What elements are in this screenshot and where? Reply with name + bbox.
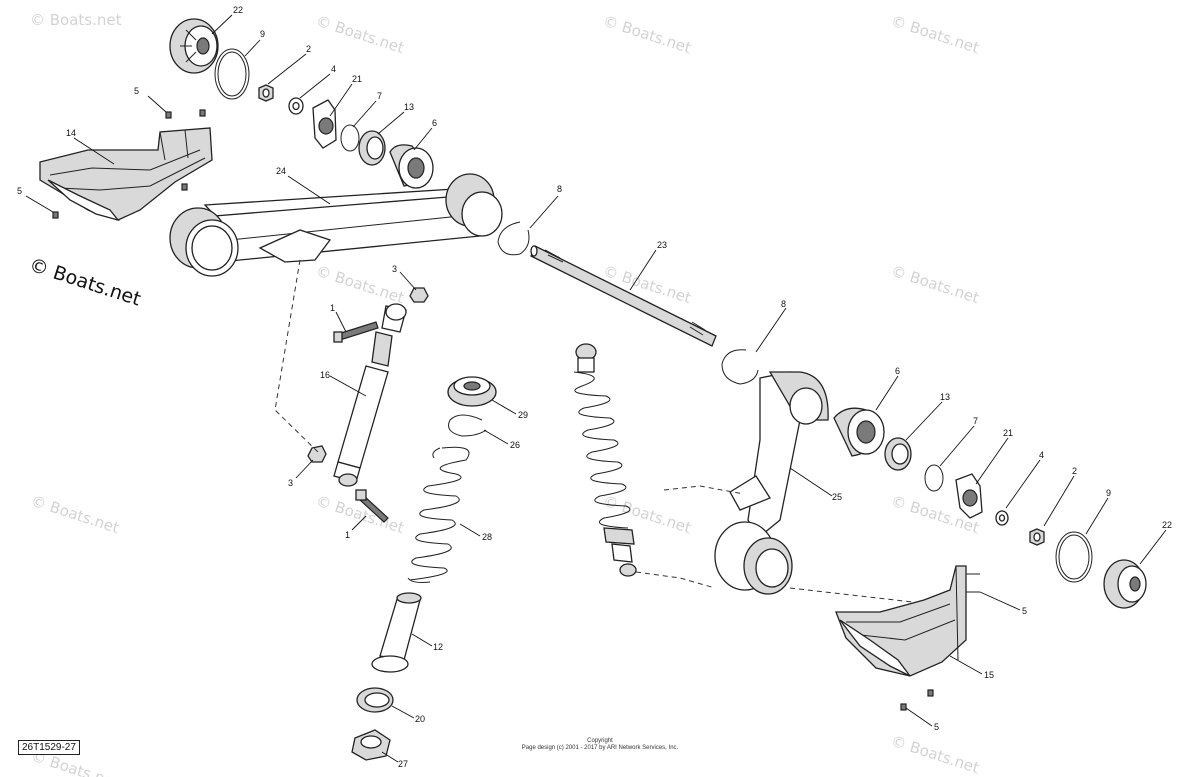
callout-3-lower: 3 [288,478,293,488]
assembly-line-skid [789,587,931,605]
assembly-line-left [274,259,319,453]
callout-5-right: 5 [1022,606,1027,616]
part-6-bearing-right [833,407,885,457]
watermark-layer: © Boats.net © Boats.net © Boats.net © Bo… [26,11,981,777]
callout-14: 14 [66,128,76,138]
callout-8-left: 8 [557,184,562,194]
watermark: © Boats.net [889,262,982,307]
callout-3-upper: 3 [392,264,397,274]
part-9-snap-ring-right [1055,531,1093,583]
part-coilover-shock [573,343,637,577]
callout-9-left: 9 [260,29,265,39]
callout-9-right: 9 [1106,488,1111,498]
part-6-bearing-left [389,144,434,189]
callout-13-left: 13 [404,102,414,112]
part-20-washer-lower [356,687,394,713]
callout-28: 28 [482,532,492,542]
callout-4-left: 4 [331,64,336,74]
part-21-plate-left [312,99,337,149]
callout-1-lower: 1 [345,530,350,540]
part-7-ring-right [924,464,944,492]
callout-labels: 22 9 2 4 21 7 13 6 5 14 5 24 8 23 3 1 16… [17,5,1172,769]
callout-20: 20 [415,714,425,724]
part-5-bolt-upper [52,109,206,219]
callout-29: 29 [518,410,528,420]
callout-2-left: 2 [306,44,311,54]
copyright-line: Copyright [587,738,613,744]
part-12-sleeve [371,592,422,673]
part-24-swing-arm [169,173,503,277]
callout-26: 26 [510,440,520,450]
watermark: © Boats.net [29,492,122,537]
diagram-reference-id: 26T1529-27 [18,740,80,755]
callout-27: 27 [398,759,408,769]
watermark: © Boats.net [889,12,982,57]
part-8-circlip-left [497,221,530,256]
callout-22-right: 22 [1162,520,1172,530]
callout-24: 24 [276,166,286,176]
part-21-plate-right [955,473,983,519]
callout-21-left: 21 [352,74,362,84]
watermark: © Boats.net [601,262,694,307]
part-13-seal-right [884,437,912,471]
part-27-nut-lower [351,729,391,761]
watermark: © Boats.net [30,11,122,29]
watermark: © Boats.net [889,732,982,777]
callout-8-right: 8 [781,299,786,309]
assembly-line-center [635,571,716,589]
callout-16: 16 [320,370,330,380]
callout-7-right: 7 [973,416,978,426]
callout-15: 15 [984,670,994,680]
part-28-spring [407,446,470,583]
callout-6-right: 6 [895,366,900,376]
callout-5-left: 5 [17,186,22,196]
part-9-snap-ring-left [214,48,250,100]
callout-7-left: 7 [377,91,382,101]
leader-lines [25,14,1167,763]
callout-21-right: 21 [1003,428,1013,438]
watermark: © Boats.net [601,12,694,57]
callout-5-upper: 5 [134,86,139,96]
copyright-notice: Copyright Page design (c) 2001 - 2017 by… [450,738,750,752]
watermark-primary: © Boats.net [26,254,143,311]
part-26-retainer [448,414,487,437]
callout-2-right: 2 [1072,466,1077,476]
part-7-ring-left [340,124,360,152]
part-23-shaft [530,245,717,347]
part-4-washer-right [995,510,1009,526]
part-25-swing-link [714,371,829,595]
assembly-line-right [663,485,745,495]
part-3-nut-lower [307,445,327,463]
part-14-skid-plate [39,127,213,222]
part-29-spring-seat [447,376,497,407]
watermark: © Boats.net [314,12,407,57]
part-13-seal-left [358,130,386,166]
part-22-hub-cap-right [1103,559,1147,609]
part-16-shock-absorber [333,303,407,487]
callout-13-right: 13 [940,392,950,402]
part-2-nut-left [258,84,274,102]
part-22-hub-cap-left [169,18,219,74]
callout-5-lower: 5 [934,722,939,732]
part-3-nut-upper [409,287,429,303]
part-4-washer-left [288,97,304,115]
callout-12: 12 [433,642,443,652]
callout-1-upper: 1 [330,303,335,313]
part-2-nut-right [1029,528,1045,546]
copyright-line: Page design (c) 2001 - 2017 by ARI Netwo… [521,745,679,751]
callout-6-left: 6 [432,118,437,128]
part-1-bolt-lower [355,489,389,523]
part-15-skid-plate [835,565,967,677]
callout-25: 25 [832,492,842,502]
part-5-bolt-lower [900,573,980,711]
callout-4-right: 4 [1039,450,1044,460]
part-8-circlip-right [721,349,759,385]
callout-22-left: 22 [233,5,243,15]
part-1-bolt-upper [333,321,379,343]
callout-23: 23 [657,240,667,250]
